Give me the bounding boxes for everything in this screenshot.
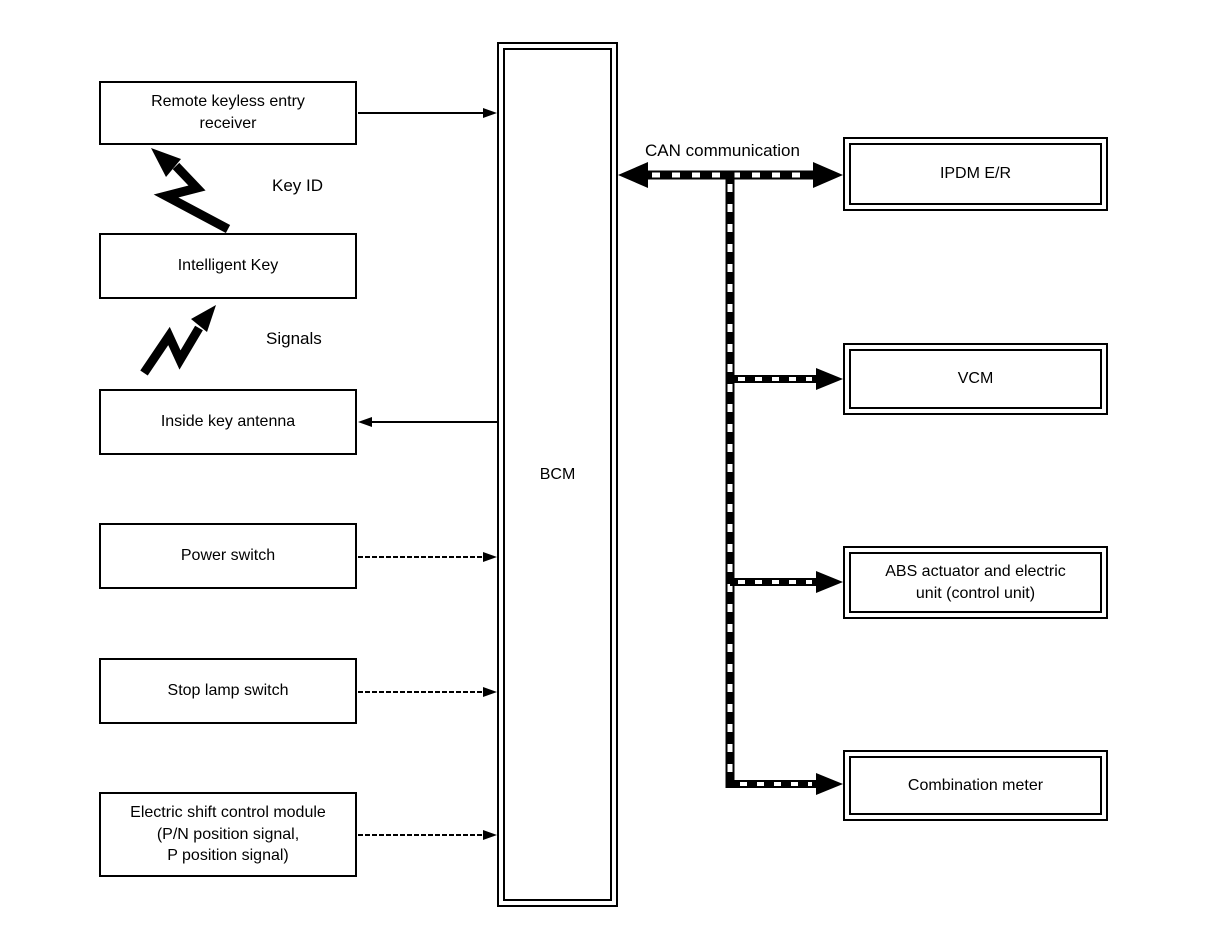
- key-id-label: Key ID: [272, 176, 324, 195]
- connector-electric-shift-to-bcm: [358, 830, 497, 840]
- node-bcm: BCM: [497, 42, 618, 907]
- bcm-label: BCM: [539, 465, 576, 483]
- connector-can-branch-abs: [730, 571, 843, 593]
- node-abs-actuator: ABS actuator and electric unit (control …: [843, 546, 1108, 619]
- signals-label: Signals: [266, 329, 322, 348]
- connector-stop-lamp-switch-to-bcm: [358, 687, 497, 697]
- node-intelligent-key: Intelligent Key: [99, 233, 357, 299]
- node-electric-shift-control-module: Electric shift control module (P/N posit…: [99, 792, 357, 877]
- connector-power-switch-to-bcm: [358, 552, 497, 562]
- node-vcm: VCM: [843, 343, 1108, 415]
- node-combination-meter: Combination meter: [843, 750, 1108, 821]
- lightning-bolt-key-id-icon: [151, 148, 231, 233]
- node-stop-lamp-switch: Stop lamp switch: [99, 658, 357, 724]
- connector-bcm-to-inside-key-antenna: [358, 417, 497, 427]
- lightning-bolt-signals-icon: [140, 305, 216, 376]
- can-communication-label: CAN communication: [645, 141, 800, 160]
- node-power-switch: Power switch: [99, 523, 357, 589]
- connector-can-branch-vcm: [730, 368, 843, 390]
- node-ipdm-er: IPDM E/R: [843, 137, 1108, 211]
- node-inside-key-antenna: Inside key antenna: [99, 389, 357, 455]
- node-remote-keyless-entry-receiver: Remote keyless entry receiver: [99, 81, 357, 145]
- connector-receiver-to-bcm: [358, 108, 497, 118]
- connector-can-branch-combination-meter: [728, 773, 843, 795]
